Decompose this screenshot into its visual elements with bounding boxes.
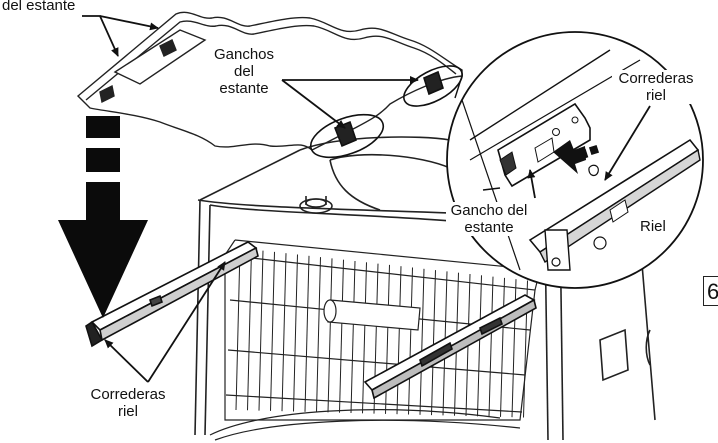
rack-tine xyxy=(247,249,252,411)
rack-tine xyxy=(327,258,333,413)
rack-tine xyxy=(500,277,505,417)
lower-rack xyxy=(209,239,541,441)
label-rail-slides-detail-line-2: riel xyxy=(645,87,666,104)
label-rack-hooks-line-2: del xyxy=(233,63,255,80)
label-rack-hooks: Ganchos del estante xyxy=(206,46,282,97)
label-rack-hooks-line-1: Ganchos xyxy=(213,46,275,63)
insert-direction-arrow xyxy=(553,140,600,174)
label-rail-detail-text: Riel xyxy=(640,218,666,235)
label-rack-hooks-line-3: estante xyxy=(219,80,269,97)
rack-tine xyxy=(304,255,310,412)
rack-tine xyxy=(477,275,482,417)
rack-tine xyxy=(408,267,413,415)
rack-tine xyxy=(362,262,367,414)
down-arrow-large xyxy=(58,116,148,318)
leader-lines xyxy=(82,15,651,383)
label-rack-rail-top: del estante xyxy=(2,0,75,14)
rack-tine xyxy=(258,250,264,411)
label-rack-rail-top-text: del estante xyxy=(2,0,76,14)
page-number-fragment: 6 xyxy=(703,276,718,306)
rack-tine xyxy=(431,270,436,416)
rack-tine xyxy=(316,257,321,413)
rack-tine xyxy=(293,254,298,412)
rack-tine xyxy=(419,268,425,415)
label-rack-hook-detail: Gancho del estante xyxy=(446,202,532,236)
label-rack-hook-detail-line-1: Gancho del xyxy=(450,202,528,219)
label-rail-slides-bottom-line-1: Correderas xyxy=(90,386,166,403)
rail-slide-right xyxy=(363,294,537,400)
rack-tine xyxy=(488,276,494,417)
rack-tine xyxy=(281,253,287,412)
rack-tine xyxy=(396,266,402,415)
rack-tine xyxy=(339,259,344,413)
label-rail-slides-bottom: Correderas riel xyxy=(82,386,174,420)
label-rack-hook-detail-line-2: estante xyxy=(464,219,514,236)
label-rail-slides-bottom-line-2: riel xyxy=(117,403,138,420)
rack-tine xyxy=(350,260,356,414)
rack-tine xyxy=(270,251,275,411)
label-rail-slides-detail-line-1: Correderas xyxy=(618,70,694,87)
rack-tine xyxy=(235,247,241,411)
rack-hook-markers xyxy=(309,65,463,159)
label-rail-slides-detail: Correderas riel xyxy=(612,70,700,104)
label-rail-detail: Riel xyxy=(640,218,666,235)
